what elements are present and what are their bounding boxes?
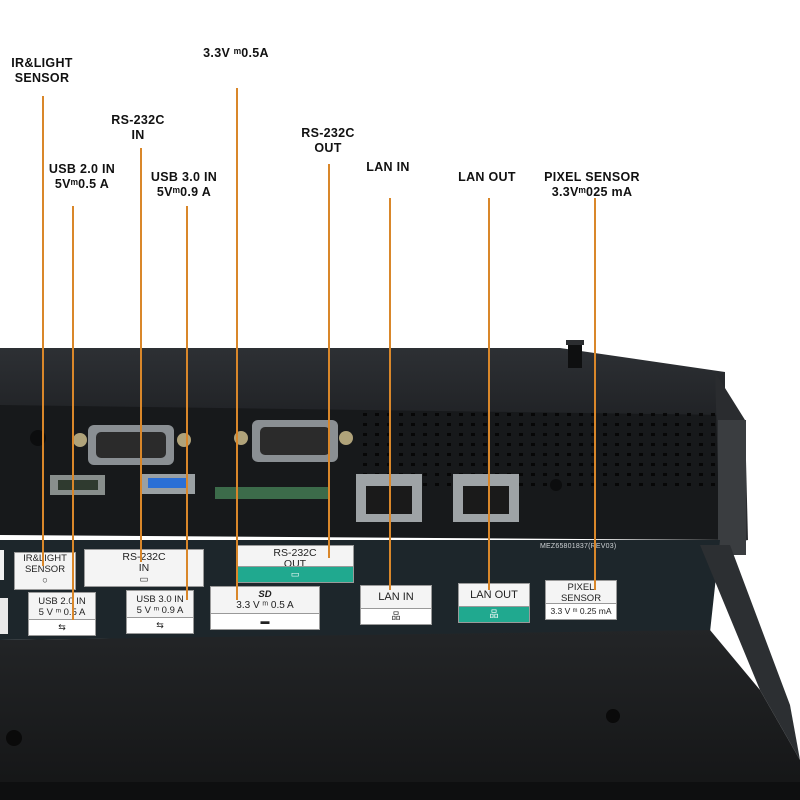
network-icon: 品 <box>459 606 529 622</box>
leader-line-usb3 <box>186 206 188 600</box>
callout-usb3: USB 3.0 IN 5Vᵐ0.9 A <box>150 170 218 199</box>
leader-line-lan-out <box>488 198 490 590</box>
leader-line-rs232c-out <box>328 164 330 558</box>
callout-usb2: USB 2.0 IN 5Vᵐ0.5 A <box>48 162 116 191</box>
serial-port-icon: ▭ <box>139 574 149 585</box>
callout-power-3-3v: 3.3V ᵐ0.5A <box>203 46 269 60</box>
panel-label-lan-out: LAN OUT 品 <box>458 583 530 623</box>
panel-label-rs232c-in: RS-232C IN ▭ <box>84 549 204 587</box>
callout-lan-in: LAN IN <box>366 160 410 174</box>
network-icon: 品 <box>361 608 431 624</box>
leader-line-usb2 <box>72 206 74 620</box>
model-number: MEZ65801837(REV03) <box>540 543 617 550</box>
panel-label-ir-light: IR&LIGHT SENSOR ○ <box>14 552 76 590</box>
panel-label-lan-in: LAN IN 品 <box>360 585 432 625</box>
leader-line-pixel-sensor <box>594 198 596 590</box>
callout-pixel-sensor: PIXEL SENSOR 3.3Vᵐ025 mA <box>544 170 640 199</box>
leader-line-ir-light <box>42 96 44 566</box>
panel-label-sd: SD 3.3 V ᵐ 0.5 A ▬ <box>210 586 320 630</box>
panel-label-rs232c-out: RS-232C OUT ▭ <box>236 545 354 583</box>
panel-label-usb2: USB 2.0 IN 5 V ᵐ 0.5 A ⇆ <box>28 592 96 636</box>
panel-label-pixel-sensor: PIXEL SENSOR 3.3 V ᵐ 0.25 mA <box>545 580 617 620</box>
sd-slot <box>215 487 330 499</box>
callout-ir-light-sensor: IR&LIGHT SENSOR <box>11 56 73 85</box>
panel-label-usb3: USB 3.0 IN 5 V ᵐ 0.9 A ⇆ <box>126 590 194 634</box>
usb-icon: ⇆ <box>127 617 193 633</box>
chassis-floor <box>0 630 800 800</box>
sensor-circle-icon: ○ <box>42 575 48 586</box>
serial-port-icon: ▭ <box>237 566 353 582</box>
leader-line-lan-in <box>389 198 391 590</box>
callout-lan-out: LAN OUT <box>458 170 516 184</box>
callout-rs232c-in: RS-232C IN <box>111 113 165 142</box>
leader-line-power-33 <box>236 88 238 600</box>
sd-card-icon: SD <box>258 589 272 600</box>
callout-rs232c-out: RS-232C OUT <box>301 126 355 155</box>
sd-slot-icon: ▬ <box>211 613 319 629</box>
leader-line-rs232c-in <box>140 148 142 562</box>
usb-icon: ⇆ <box>29 619 95 635</box>
